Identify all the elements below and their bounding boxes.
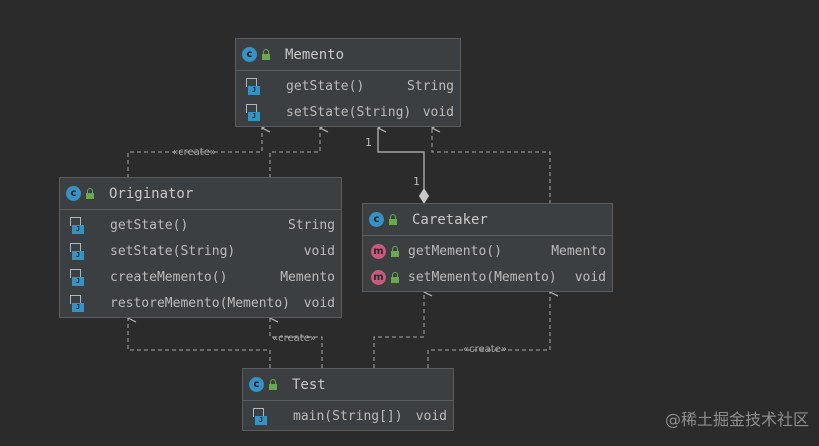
public-lock-icon [390, 271, 400, 283]
edge-caretaker-depends-memento [432, 128, 551, 204]
member-type: Memento [551, 243, 606, 259]
member-row[interactable]: getState() String [236, 73, 460, 99]
member-row[interactable]: restoreMemento(Memento) void [60, 290, 341, 316]
class-name: Test [292, 376, 326, 393]
member-name: getState() [286, 78, 365, 94]
member-name: restoreMemento(Memento) [110, 295, 291, 311]
method-icon [68, 294, 84, 312]
member-name: createMemento() [110, 269, 228, 285]
method-icon [68, 216, 84, 234]
member-name: main(String[]) [293, 408, 403, 424]
member-type: void [303, 295, 335, 311]
member-type: void [422, 104, 454, 120]
method-icon [68, 242, 84, 260]
member-name: setMemento(Memento) [408, 269, 557, 285]
member-row[interactable]: setState(String) void [60, 238, 341, 264]
method-icon [68, 268, 84, 286]
aggregation-diamond [418, 188, 430, 204]
member-row[interactable]: main(String[]) void [243, 403, 453, 429]
method-icon: m [371, 269, 386, 285]
class-header: c Originator [60, 178, 341, 210]
edge-label-test-create-originator: «create» [272, 333, 316, 344]
public-lock-icon [85, 188, 95, 199]
class-icon: c [242, 47, 257, 62]
member-row[interactable]: m setMemento(Memento) void [363, 264, 612, 290]
class-icon: c [249, 377, 264, 392]
public-lock-icon [261, 49, 271, 60]
class-name: Caretaker [412, 211, 488, 228]
class-header: c Test [243, 369, 453, 401]
class-test[interactable]: c Test main(String[]) void [242, 368, 454, 431]
member-name: getState() [110, 217, 189, 233]
member-row[interactable]: setState(String) void [236, 99, 460, 125]
edge-test-create-caretaker [427, 292, 550, 368]
member-type: void [574, 269, 606, 285]
method-icon: m [371, 243, 386, 259]
member-name: setState(String) [286, 104, 412, 120]
member-row[interactable]: getState() String [60, 212, 341, 238]
method-icon [251, 407, 267, 425]
edge-test-create-originator [128, 318, 271, 368]
multiplicity-caretaker-end: 1 [413, 175, 420, 188]
public-lock-icon [268, 379, 278, 390]
class-icon: c [66, 186, 81, 201]
member-row[interactable]: m getMemento() Memento [363, 238, 612, 264]
method-icon [244, 103, 260, 121]
edge-label-originator-create: «create» [172, 147, 216, 158]
public-lock-icon [390, 245, 400, 257]
edge-originator-uses-memento [269, 128, 320, 178]
class-name: Memento [285, 46, 345, 63]
class-name: Originator [109, 185, 194, 202]
edge-label-test-create-caretaker: «create» [463, 344, 507, 355]
member-name: getMemento() [408, 243, 502, 259]
member-name: setState(String) [110, 243, 236, 259]
class-header: c Memento [236, 39, 460, 71]
public-lock-icon [388, 214, 398, 225]
class-caretaker[interactable]: c Caretaker m getMemento() Memento m set… [362, 203, 613, 292]
class-memento[interactable]: c Memento getState() String setState(Str… [235, 38, 461, 127]
member-row[interactable]: createMemento() Memento [60, 264, 341, 290]
edge-test-uses-caretaker [373, 292, 424, 368]
class-icon: c [369, 212, 384, 227]
member-type: String [407, 78, 454, 94]
watermark: @稀土掘金技术社区 [664, 410, 809, 429]
class-header: c Caretaker [363, 204, 612, 236]
member-type: void [415, 408, 447, 424]
class-originator[interactable]: c Originator getState() String setState(… [59, 177, 342, 318]
member-type: String [288, 217, 335, 233]
member-type: void [303, 243, 335, 259]
member-type: Memento [280, 269, 335, 285]
multiplicity-memento-end: 1 [365, 136, 372, 149]
method-icon [244, 77, 260, 95]
